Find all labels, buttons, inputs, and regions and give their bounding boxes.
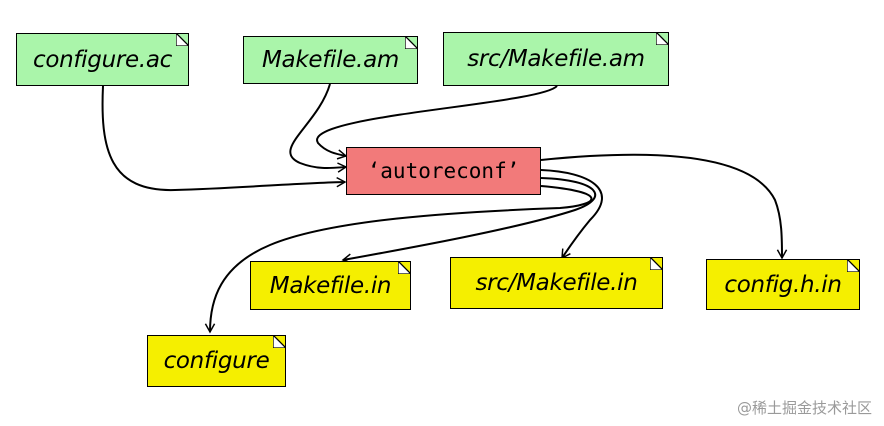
edge-autoreconf-to-makefile-in (341, 177, 597, 264)
node-autoreconf: ‘autoreconf’ (346, 147, 541, 195)
node-config-h-in: config.h.in (706, 259, 860, 310)
node-configure: configure (147, 335, 286, 387)
edge-autoreconf-to-config-h-in (540, 153, 788, 260)
folded-corner-icon (176, 33, 189, 46)
node-label: configure (163, 348, 270, 374)
node-label: src/Makefile.in (475, 270, 638, 296)
folded-corner-icon (650, 257, 663, 270)
watermark-text: @稀土掘金技术社区 (736, 399, 872, 417)
folded-corner-icon (405, 36, 418, 49)
folded-corner-icon (656, 32, 669, 45)
node-configure-ac: configure.ac (16, 33, 189, 86)
edge-src-makefile-am-to-autoreconf (316, 85, 558, 160)
node-src-makefile-am: src/Makefile.am (443, 32, 669, 86)
edge-autoreconf-to-src-makefile-in (540, 169, 603, 260)
node-label: config.h.in (724, 271, 842, 298)
node-makefile-in: Makefile.in (250, 261, 411, 310)
node-makefile-am: Makefile.am (243, 36, 418, 84)
edge-autoreconf-to-configure (204, 185, 593, 334)
node-label: Makefile.am (262, 47, 399, 73)
folded-corner-icon (847, 259, 860, 272)
node-label: Makefile.in (269, 272, 392, 299)
node-label: src/Makefile.am (467, 46, 645, 72)
edge-configure-ac-to-autoreconf (101, 85, 347, 192)
edge-makefile-am-to-autoreconf (289, 83, 348, 173)
folded-corner-icon (398, 261, 411, 274)
tool-label: ‘autoreconf’ (367, 159, 520, 183)
folded-corner-icon (273, 335, 286, 348)
node-src-makefile-in: src/Makefile.in (450, 257, 663, 309)
node-label: configure.ac (32, 46, 173, 73)
